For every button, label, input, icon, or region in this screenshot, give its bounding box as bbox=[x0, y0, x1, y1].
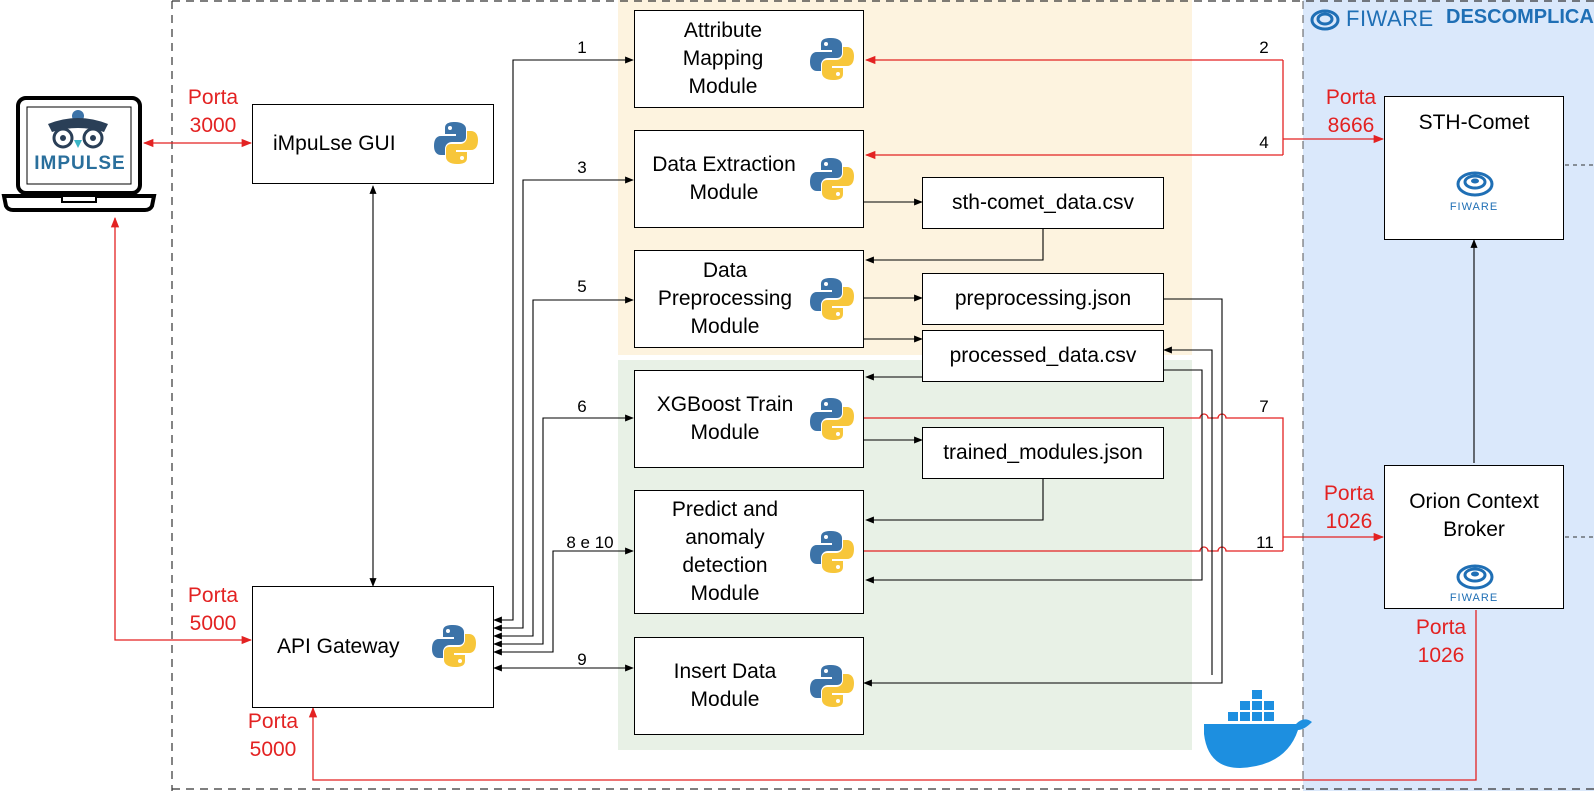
link-step11 bbox=[864, 546, 1283, 552]
step-6: 6 bbox=[577, 397, 587, 416]
step-7: 7 bbox=[1259, 397, 1269, 416]
step-8-10: 8 e 10 bbox=[566, 533, 614, 552]
data-extraction-module[interactable]: Data Extraction Module bbox=[634, 130, 864, 228]
orion-label: Orion Context Broker bbox=[1409, 490, 1539, 541]
impulse-gui-label: iMpuLse GUI bbox=[273, 132, 396, 155]
step-9: 9 bbox=[577, 650, 587, 669]
file-trained-modules-label: trained_modules.json bbox=[943, 441, 1143, 464]
api-gateway-box[interactable]: API Gateway bbox=[252, 586, 494, 708]
port-orion-out: Porta 1026 bbox=[1415, 616, 1467, 667]
port-orion-in: Porta 1026 bbox=[1323, 482, 1375, 533]
link-step5 bbox=[493, 296, 634, 640]
orion-context-broker-box[interactable]: Orion Context Broker FIWARE bbox=[1384, 465, 1564, 609]
insert-data-module[interactable]: Insert Data Module bbox=[634, 637, 864, 735]
red-links bbox=[110, 55, 1477, 781]
predict-anomaly-label: Predict and anomaly detection Module bbox=[671, 498, 779, 605]
port-sth: Porta 8666 bbox=[1325, 86, 1377, 137]
black-links bbox=[369, 56, 1478, 687]
python-logo bbox=[810, 158, 854, 200]
step-4: 4 bbox=[1259, 133, 1269, 152]
data-preprocessing-module[interactable]: Data Preprocessing Module bbox=[634, 250, 864, 348]
python-logo bbox=[810, 38, 854, 80]
fiware-icon bbox=[1456, 171, 1494, 197]
link-insert-processed bbox=[1163, 346, 1213, 675]
brand-fiware: FIWARE bbox=[1346, 6, 1434, 31]
link-step7 bbox=[864, 413, 1284, 551]
python-logo bbox=[432, 625, 476, 667]
attribute-mapping-label: Attribute Mapping Module bbox=[682, 19, 764, 98]
file-processed-data-label: processed_data.csv bbox=[949, 344, 1137, 367]
step-3: 3 bbox=[577, 158, 587, 177]
python-logo bbox=[810, 665, 854, 707]
fiware-icon bbox=[1456, 564, 1494, 590]
fiware-swirl-icon bbox=[1310, 9, 1340, 31]
fiware-icon-text: FIWARE bbox=[1449, 201, 1499, 213]
python-logo bbox=[810, 398, 854, 440]
step-5: 5 bbox=[577, 277, 587, 296]
link-step3 bbox=[493, 176, 634, 632]
link-laptop-api bbox=[110, 216, 253, 645]
file-preprocessing-json: preprocessing.json bbox=[922, 273, 1164, 325]
insert-data-label: Insert Data Module bbox=[673, 660, 777, 711]
link-step8-10 bbox=[493, 547, 634, 656]
python-logo bbox=[434, 122, 478, 164]
python-logo bbox=[810, 531, 854, 573]
docker-icon bbox=[1204, 690, 1312, 768]
xgboost-train-label: XGBoost Train Module bbox=[656, 393, 794, 444]
file-processed-data: processed_data.csv bbox=[922, 330, 1164, 382]
predict-anomaly-module[interactable]: Predict and anomaly detection Module bbox=[634, 490, 864, 614]
fiware-brand: FIWARE DESCOMPLICADO bbox=[1310, 4, 1594, 34]
sth-comet-label: STH-Comet bbox=[1418, 111, 1530, 134]
attribute-mapping-module[interactable]: Attribute Mapping Module bbox=[634, 10, 864, 108]
impulse-logo-text: IMPULSE bbox=[34, 153, 126, 174]
port-api-left: Porta 5000 bbox=[187, 584, 239, 635]
port-api-bottom: Porta 5000 bbox=[247, 710, 299, 761]
link-trained-predict bbox=[865, 477, 1044, 524]
brand-descomplicado: DESCOMPLICADO bbox=[1446, 6, 1594, 28]
file-sth-comet-data: sth-comet_data.csv bbox=[922, 177, 1164, 229]
file-preprocessing-json-label: preprocessing.json bbox=[954, 287, 1132, 310]
python-logo bbox=[810, 278, 854, 320]
fiware-icon-text: FIWARE bbox=[1449, 592, 1499, 604]
data-extraction-label: Data Extraction Module bbox=[652, 153, 796, 204]
link-step6 bbox=[493, 414, 634, 648]
step-2: 2 bbox=[1259, 38, 1269, 57]
api-gateway-label: API Gateway bbox=[277, 635, 400, 658]
data-preprocessing-label: Data Preprocessing Module bbox=[657, 259, 793, 338]
link-csv-preproc bbox=[865, 229, 1044, 264]
link-processed-predict bbox=[865, 369, 1203, 584]
port-gui: Porta 3000 bbox=[187, 86, 239, 137]
link-orion-to-api bbox=[308, 610, 1477, 781]
file-trained-modules: trained_modules.json bbox=[922, 427, 1164, 479]
file-sth-comet-data-label: sth-comet_data.csv bbox=[951, 191, 1135, 214]
xgboost-train-module[interactable]: XGBoost Train Module bbox=[634, 370, 864, 468]
laptop-icon bbox=[1, 96, 157, 212]
sth-comet-box[interactable]: STH-Comet FIWARE bbox=[1384, 96, 1564, 240]
link-json-insert bbox=[863, 298, 1223, 687]
step-1: 1 bbox=[577, 38, 587, 57]
impulse-gui-box[interactable]: iMpuLse GUI bbox=[252, 104, 494, 184]
step-11: 11 bbox=[1256, 533, 1274, 552]
